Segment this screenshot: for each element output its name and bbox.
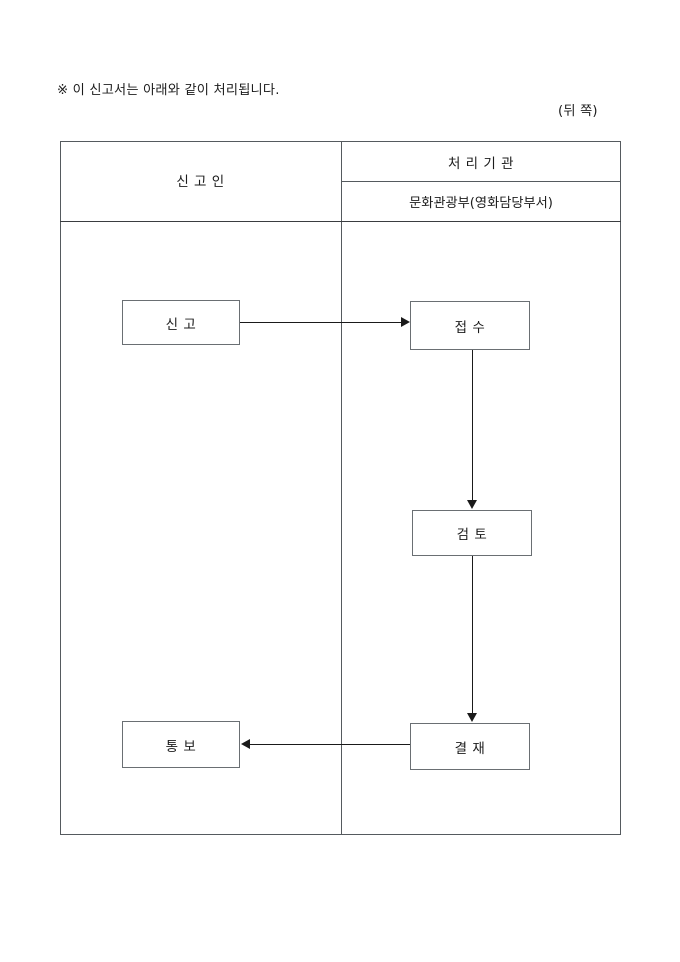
connector-receive-to-review: [472, 350, 474, 502]
header-bottom-rule: [60, 221, 621, 223]
arrowhead-down-icon: [467, 713, 477, 722]
flow-node-declare: 신 고: [122, 300, 240, 345]
arrowhead-left-icon: [241, 738, 250, 749]
connector-review-to-approve: [472, 556, 474, 715]
column-header-agency: 처 리 기 관: [447, 156, 515, 172]
arrowhead-right-icon: [401, 316, 410, 327]
agency-header-divider: [341, 181, 621, 183]
process-table-frame: [60, 141, 621, 835]
flow-node-approve: 결 재: [410, 723, 530, 770]
arrowhead-down-icon: [467, 500, 477, 509]
column-header-applicant: 신 고 인: [176, 174, 225, 190]
flow-node-receive: 접 수: [410, 301, 530, 350]
connector-approve-to-notify: [250, 744, 410, 746]
processing-notice-text: ※ 이 신고서는 아래와 같이 처리됩니다.: [57, 83, 280, 98]
page-side-label: (뒤 쪽): [558, 104, 598, 119]
connector-declare-to-receive: [240, 322, 403, 324]
column-subheader-agency-department: 문화관광부(영화담당부서): [409, 196, 553, 211]
flow-node-notify: 통 보: [122, 721, 240, 768]
flow-node-review: 검 토: [412, 510, 532, 556]
column-divider: [341, 141, 343, 835]
